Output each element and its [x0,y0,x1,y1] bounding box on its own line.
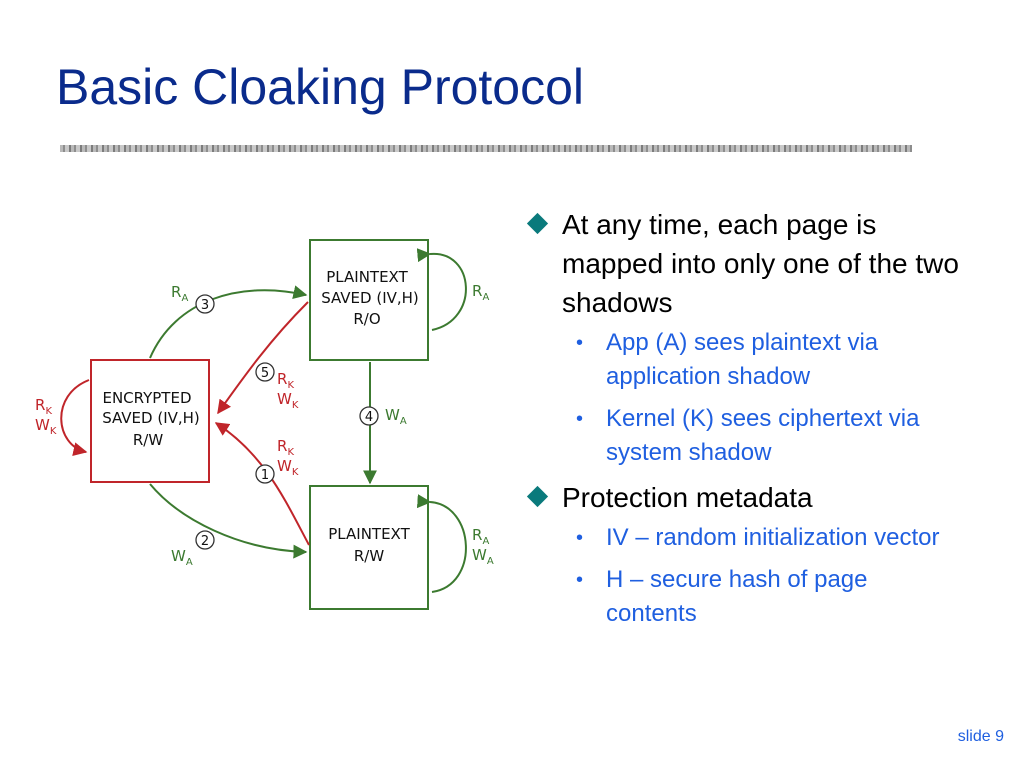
svg-text:5: 5 [261,366,269,381]
label-wk-loop-encrypted: WK [35,416,57,437]
bullet-metadata: Protection metadata [524,478,964,517]
edge-labels: RA RA RK WK WA RK WK RK WK WA RA WA [35,282,494,568]
dot-bullet-icon: • [576,569,584,591]
node-encrypted-line-3: R/W [133,431,163,449]
diamond-bullet-icon [526,485,549,508]
step-marker-4: 4 [359,406,379,426]
node-plaintext-rw-line-2: R/W [354,547,384,565]
dot-bullet-icon: • [576,527,584,549]
label-wk-edge-5: WK [277,390,299,411]
step-marker-2: 2 [195,530,215,550]
label-rk-loop-encrypted: RK [35,396,52,417]
bullet-text: At any time, each page is mapped into on… [562,209,959,318]
svg-text:2: 2 [201,534,209,549]
slide-number: slide 9 [957,728,1004,745]
step-marker-5: 5 [255,362,275,382]
self-loop-plaintext-saved [416,248,467,331]
node-plaintext-rw: PLAINTEXT R/W [309,485,429,610]
node-plaintext-saved-line-3: R/O [353,310,380,328]
node-plaintext-saved-line-2: SAVED (IV,H) [321,289,419,307]
node-encrypted: ENCRYPTED SAVED (IV,H) R/W [90,359,210,483]
node-plaintext-saved-line-1: PLAINTEXT [326,268,408,286]
bullet-list: At any time, each page is mapped into on… [524,205,964,639]
slide-title: Basic Cloaking Protocol [56,59,585,115]
node-plaintext-rw-line-1: PLAINTEXT [328,525,410,543]
edge-1 [214,422,310,546]
edge-2 [149,483,308,559]
svg-text:4: 4 [365,410,373,425]
sub-bullet-iv: • IV – random initialization vector [524,521,964,555]
sub-bullet-kernel: • Kernel (K) sees ciphertext via system … [524,402,964,470]
label-wk-edge-1: WK [277,457,299,478]
label-rk-edge-5: RK [277,370,294,391]
sub-bullet-list: • App (A) sees plaintext via application… [524,326,964,470]
sub-bullet-app: • App (A) sees plaintext via application… [524,326,964,394]
sub-bullet-text: Kernel (K) sees ciphertext via system sh… [606,405,920,466]
node-encrypted-line-1: ENCRYPTED [102,389,191,407]
bullet-text: Protection metadata [562,482,813,513]
label-wa-loop-rw: WA [472,546,494,567]
sub-bullet-text: IV – random initialization vector [606,524,940,551]
svg-text:3: 3 [201,298,209,313]
label-ra-edge-3: RA [171,283,188,304]
self-loop-encrypted [60,379,90,457]
sub-bullet-list: • IV – random initialization vector • H … [524,521,964,631]
dot-bullet-icon: • [576,408,584,430]
svg-text:1: 1 [261,468,269,483]
sub-bullet-text: H – secure hash of page contents [606,566,868,627]
edge-5 [217,301,309,415]
title-divider [60,145,912,152]
node-encrypted-line-2: SAVED (IV,H) [102,409,200,427]
label-wa-edge-2: WA [171,547,193,568]
label-ra-loop-saved: RA [472,282,489,303]
node-plaintext-saved: PLAINTEXT SAVED (IV,H) R/O [309,239,429,361]
sub-bullet-hash: • H – secure hash of page contents [524,563,964,631]
label-ra-loop-rw: RA [472,526,489,547]
label-wa-edge-4: WA [385,406,407,427]
sub-bullet-text: App (A) sees plaintext via application s… [606,329,879,390]
bullet-shadows: At any time, each page is mapped into on… [524,205,964,322]
step-marker-1: 1 [255,464,275,484]
step-marker-3: 3 [195,294,215,314]
label-rk-edge-1: RK [277,437,294,458]
self-loop-plaintext-rw [416,494,467,593]
dot-bullet-icon: • [576,332,584,354]
diamond-bullet-icon [526,212,549,235]
